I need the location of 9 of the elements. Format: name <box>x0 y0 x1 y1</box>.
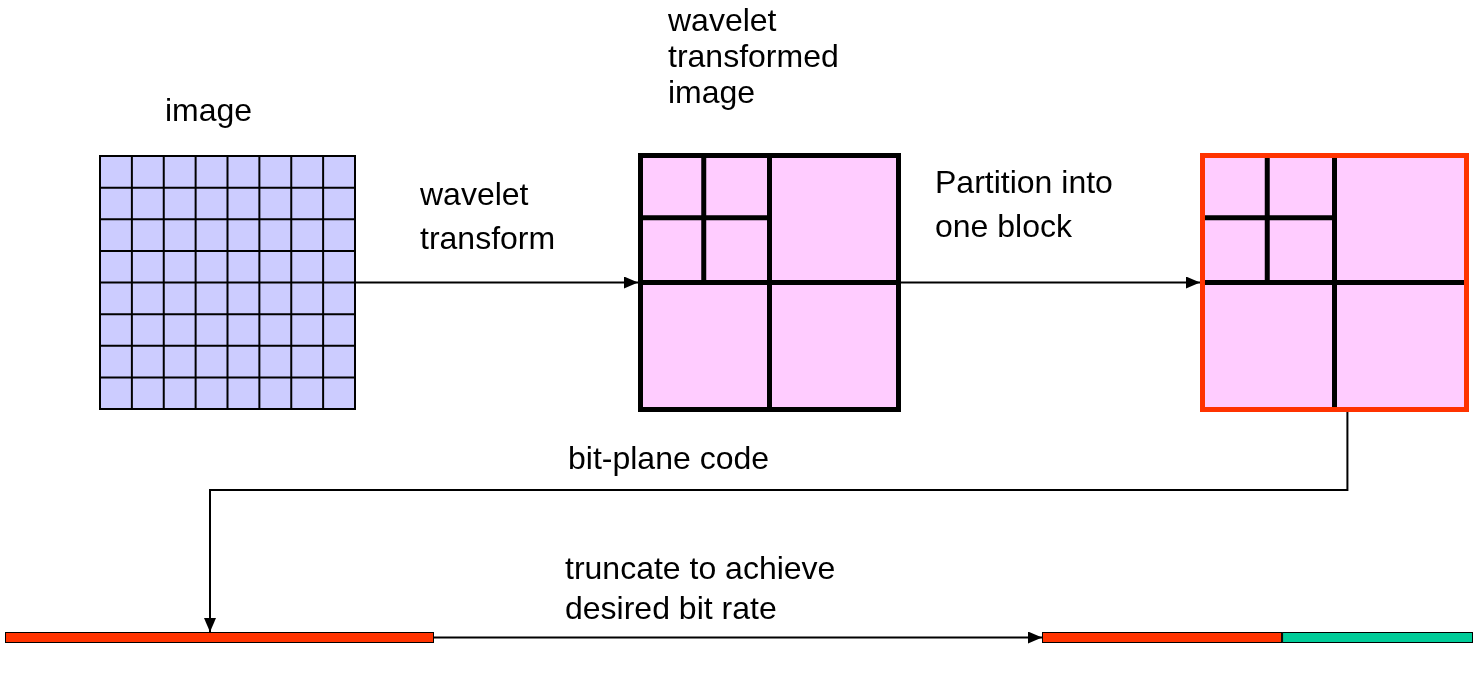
bitstream-bar <box>5 632 434 643</box>
arrow <box>355 276 639 289</box>
image-caption: wavelet transformed image <box>668 2 840 110</box>
arrow <box>433 631 1043 644</box>
bitstream-bar <box>1042 632 1473 643</box>
image-caption: image <box>165 92 254 128</box>
arrow <box>900 276 1201 289</box>
arrow <box>204 411 1349 633</box>
subband-block <box>1200 153 1469 412</box>
